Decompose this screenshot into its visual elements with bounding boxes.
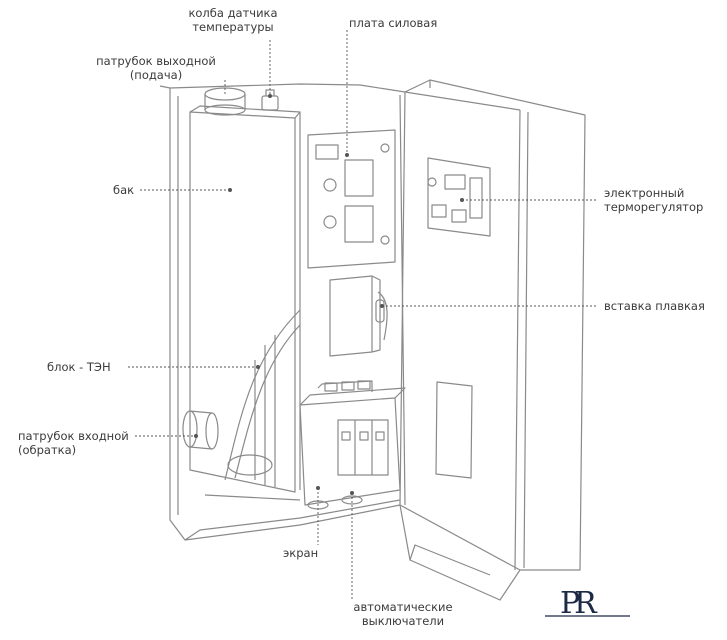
bottom-flange [184,499,401,541]
label-heater-block: блок - ТЭН [47,360,111,374]
label-outlet-pipe: патрубок выходной (подача) [96,54,216,82]
open-door [399,79,586,601]
inlet-pipe [182,410,219,450]
label-tank: бак [113,183,135,197]
label-fuse: вставка плавкая [604,299,705,313]
label-circuit-breakers: автоматические выключатели [353,600,453,628]
label-electronic-thermostat: электронный терморегулятор [604,186,704,214]
label-inlet-pipe: патрубок входной (обратка) [18,429,129,457]
tank [189,105,301,493]
power-board [307,129,396,269]
label-screen: экран [283,546,319,560]
brand-logo: PR [560,586,597,621]
label-temp-sensor-flask: колба датчика температуры [188,6,278,34]
leader-lines [128,30,598,600]
label-power-board: плата силовая [349,16,438,30]
fuse-box [329,275,388,357]
thermostat-board [427,157,491,237]
door-window [435,381,473,479]
breaker-enclosure [299,380,406,510]
leader-dots [194,94,464,495]
heater-block [204,309,301,501]
